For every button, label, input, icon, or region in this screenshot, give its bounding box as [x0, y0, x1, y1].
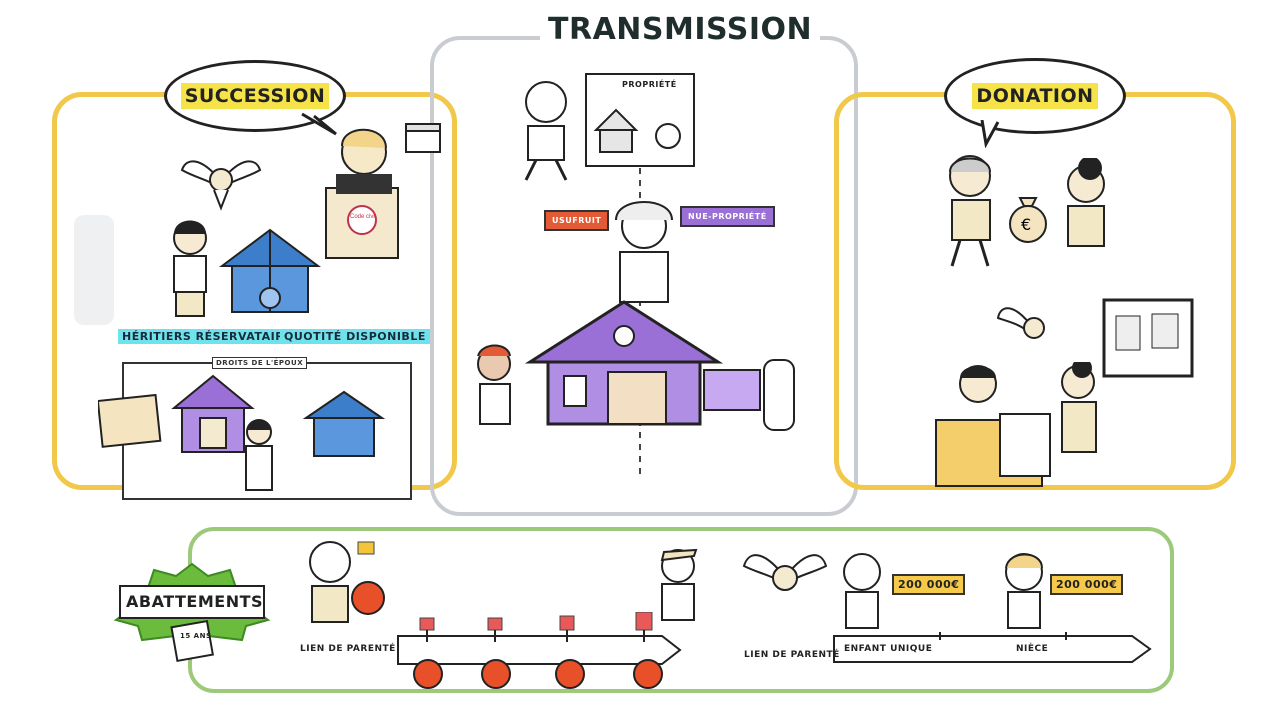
young-man-icon — [660, 548, 698, 621]
donation-bubble: DONATION — [944, 58, 1126, 134]
calendar-icon — [405, 123, 441, 153]
code-civil-text: Code civil — [350, 214, 377, 220]
purple-house-icon — [524, 300, 724, 426]
child-with-box-icon — [477, 344, 511, 425]
donation-bubble-tail — [980, 120, 1000, 148]
lien-parente-right: LIEN DE PARENTÉ — [744, 650, 840, 660]
calendar-15-text: 15 ANS — [180, 632, 212, 640]
photo-frame-icon — [98, 394, 162, 448]
succession-bubble: SUCCESSION — [164, 60, 346, 132]
only-child-icon — [843, 553, 881, 629]
amount-enfant-unique: 200 000€ — [892, 574, 966, 595]
heritiers-label: HÉRITIERS RÉSERVATAIRES — [118, 329, 305, 344]
framed-documents-icon — [1102, 298, 1194, 378]
abattements-badge-icon — [113, 562, 271, 642]
calendar-15-icon — [170, 619, 214, 663]
central-woman-icon — [615, 201, 673, 303]
spouse-woman-icon — [245, 419, 273, 491]
timeline-left — [397, 612, 682, 689]
purple-house-small-icon — [171, 374, 255, 453]
usufruit-sign: USUFRUIT — [544, 210, 610, 231]
axis-enfant-unique: ENFANT UNIQUE — [844, 644, 933, 654]
blue-house-small-icon — [302, 390, 386, 457]
quotite-label: QUOTITÉ DISPONIBLE — [280, 329, 430, 344]
svg-text:€: € — [1021, 215, 1031, 234]
property-board-icon — [585, 73, 695, 167]
lien-parente-left: LIEN DE PARENTÉ — [300, 644, 396, 654]
grandparent-icon — [309, 541, 385, 623]
notary-desk-icon — [935, 362, 1097, 487]
donation-angel-icon — [996, 307, 1045, 339]
angel-icon — [180, 160, 262, 211]
timeline-angel-icon — [742, 554, 828, 591]
nue-propriete-sign: NUE-PROPRIÉTÉ — [680, 206, 775, 227]
donation-heading: DONATION — [972, 83, 1098, 109]
brick-wall-character-icon — [703, 359, 795, 431]
blue-house-icon — [219, 228, 321, 313]
succession-bubble-tail — [301, 112, 337, 136]
man-with-board-icon — [524, 81, 568, 181]
money-bag-icon: € — [1009, 197, 1047, 243]
notary-icon — [325, 128, 399, 259]
page-title: TRANSMISSION — [540, 12, 821, 47]
axis-niece: NIÈCE — [1016, 644, 1049, 654]
heir-woman-icon — [173, 220, 207, 317]
timeline-right — [833, 632, 1152, 663]
faded-figure-icon — [74, 215, 114, 325]
succession-heading: SUCCESSION — [180, 83, 330, 109]
spouse-rights-caption: DROITS DE L'ÉPOUX — [212, 357, 308, 369]
receiver-woman-icon — [1067, 158, 1105, 247]
amount-niece: 200 000€ — [1050, 574, 1124, 595]
giver-man-icon — [949, 155, 991, 267]
property-board-label: PROPRIÉTÉ — [622, 80, 677, 89]
abattements-badge-text: ABATTEMENTS — [126, 592, 264, 611]
niece-icon — [1005, 553, 1043, 629]
